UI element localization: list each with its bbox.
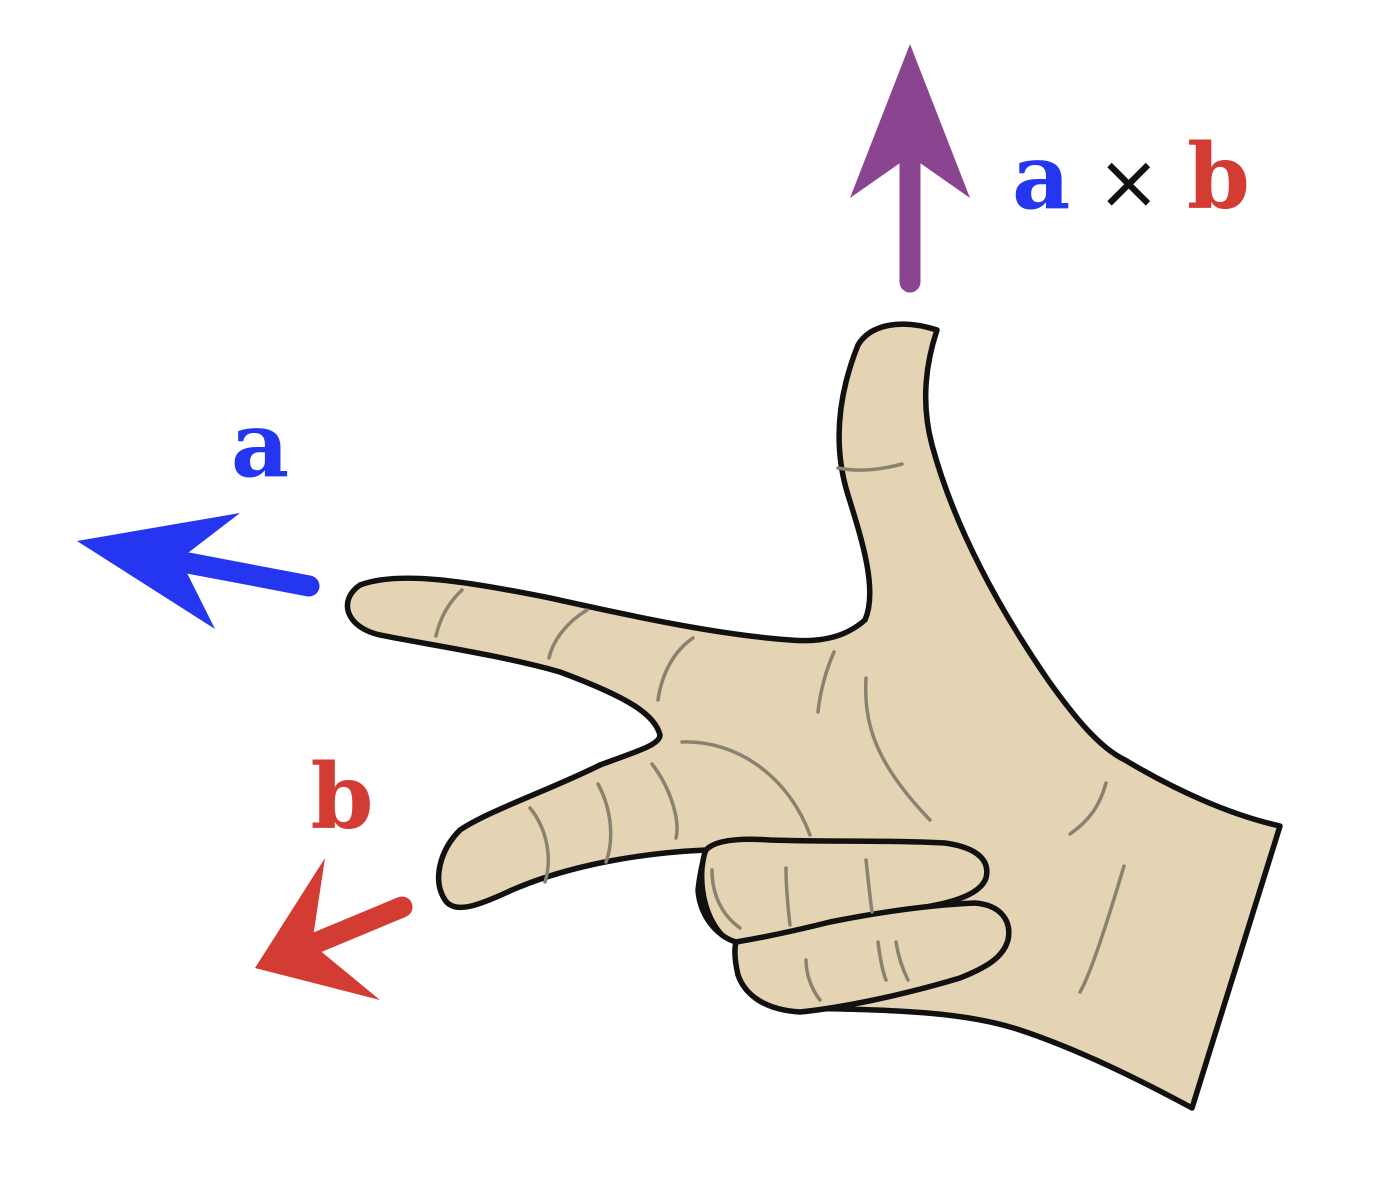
palm-crease-4 (1068, 781, 1108, 836)
hand-creases (434, 462, 1126, 1002)
cross-product-label-b: b (1187, 124, 1250, 230)
index-crease-3 (656, 636, 695, 702)
little-crease-3 (894, 940, 910, 982)
vector-b-label: b (311, 744, 374, 850)
cross-product-label-a: a (1012, 124, 1070, 230)
wrist-crease (1078, 864, 1126, 994)
vector-b-arrow (255, 858, 413, 1000)
palm-crease-3 (680, 740, 812, 837)
cross-product-arrow-head (850, 44, 970, 198)
vector-a-arrow-shaft (177, 552, 320, 597)
hand-silhouette (344, 321, 1283, 1111)
index-crease-1 (434, 588, 464, 638)
middle-crease-2 (596, 782, 613, 864)
vector-a-label: a (231, 392, 289, 498)
little-crease-1 (804, 958, 822, 1002)
cross-product-label-times: × (1097, 137, 1161, 226)
ring-crease-3 (864, 858, 874, 914)
palm-crease-1 (816, 650, 836, 714)
vector-a-arrow (77, 513, 320, 629)
index-crease-2 (547, 608, 589, 660)
little-crease-2 (876, 940, 888, 982)
vector-a-arrow-head (77, 513, 240, 629)
vector-b-arrow-shaft (307, 896, 413, 953)
cross-product-label: a × b (1012, 124, 1250, 230)
vector-b-arrow-head (255, 858, 380, 1000)
cross-product-arrow (850, 44, 970, 293)
thumb-crease (836, 462, 904, 472)
ring-crease-1 (710, 868, 742, 930)
palm-crease-2 (863, 676, 932, 822)
little-finger (732, 900, 1012, 1015)
middle-crease-1 (528, 806, 550, 884)
ring-crease-2 (784, 866, 792, 927)
middle-crease-3 (650, 762, 679, 840)
hand-illustration (344, 321, 1283, 1111)
